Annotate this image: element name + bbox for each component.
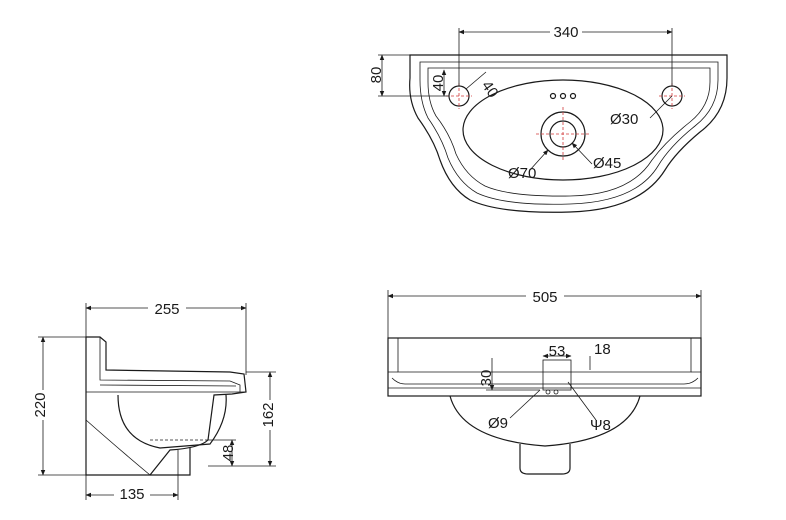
dim-hole-edge-b: 40 xyxy=(478,78,501,101)
dim-edge-offset: 18 xyxy=(594,341,611,358)
overflow-hole xyxy=(549,92,557,100)
label-waste-inner: Ø45 xyxy=(593,155,621,172)
dim-depth: 255 xyxy=(154,301,179,318)
side-view: 255 220 162 48 135 xyxy=(30,298,278,503)
side-backsplash xyxy=(85,337,246,393)
dim-height: 220 xyxy=(32,392,49,417)
dim-depth-to-holes: 80 xyxy=(368,67,385,84)
front-view: 505 53 18 30 Ø9 Ψ8 xyxy=(387,286,702,475)
basin-rim-inner xyxy=(427,67,711,197)
dim-hole-edge-a: 40 xyxy=(430,75,447,92)
label-hole-right: Ψ8 xyxy=(590,417,611,434)
basin-outline-outer xyxy=(409,54,728,213)
overflow-hole xyxy=(569,92,577,100)
label-waste-outer: Ø70 xyxy=(508,165,536,182)
dim-tap-offset: 53 xyxy=(549,343,566,360)
dim-waste-drop: 48 xyxy=(220,445,237,462)
dim-hole-spacing: 340 xyxy=(553,24,578,41)
front-bracket xyxy=(542,359,572,391)
front-top-slab xyxy=(387,337,702,397)
dim-front-height: 162 xyxy=(260,402,277,427)
side-body xyxy=(85,336,247,476)
side-waste xyxy=(150,448,191,476)
side-bowl xyxy=(117,394,227,449)
front-bowl xyxy=(449,395,641,447)
top-view: 340 80 40 40 Ø30 Ø70 Ø45 xyxy=(368,22,728,213)
label-tap-hole: Ø30 xyxy=(610,111,638,128)
dim-waste-offset: 135 xyxy=(119,486,144,503)
overflow-hole xyxy=(559,92,567,100)
label-hole-left: Ø9 xyxy=(488,415,508,432)
dim-bracket-height: 30 xyxy=(478,370,495,387)
bowl xyxy=(462,79,664,181)
basin-rim xyxy=(419,61,719,205)
front-waste xyxy=(519,444,571,475)
dim-width: 505 xyxy=(532,289,557,306)
